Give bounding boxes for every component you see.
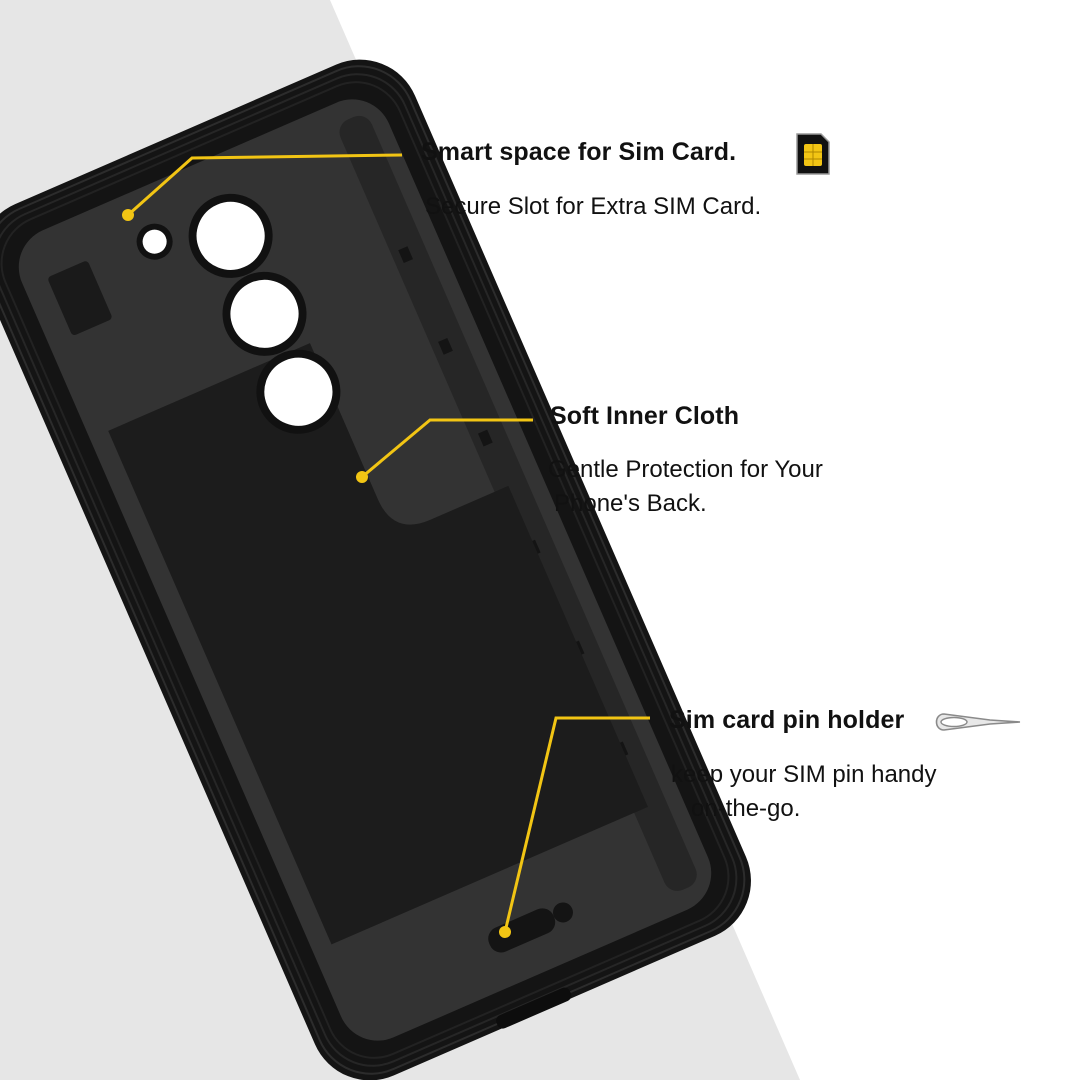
camera-cutout-3 — [256, 349, 341, 434]
marker-dot-pin-holder — [499, 926, 511, 938]
leader-line-inner-cloth — [361, 418, 533, 479]
callout-leader-lines — [127, 153, 650, 933]
callout-title: Smart space for Sim Card. — [421, 138, 737, 166]
callout-description-line: on-the-go. — [691, 795, 801, 822]
sim-eject-pin-icon — [935, 713, 1021, 731]
sim-card-icon — [796, 133, 830, 175]
callout-description-line: Gentle Protection for Your — [548, 456, 823, 483]
marker-dot-inner-cloth — [356, 471, 368, 483]
soft-inner-cloth — [108, 343, 648, 945]
flash-cutout — [136, 223, 173, 260]
callout-description-line: Secure Slot for Extra SIM Card. — [425, 193, 762, 220]
bottom-port — [496, 987, 572, 1029]
sim-card-slot — [48, 261, 112, 335]
pin-holder-slot — [488, 908, 556, 953]
callout-title: Sim card pin holder — [669, 706, 905, 734]
camera-cutout-1 — [188, 193, 273, 278]
marker-dot-sim-card — [122, 209, 134, 221]
leader-line-pin-holder — [503, 716, 650, 933]
leader-line-sim-card — [127, 153, 403, 217]
callout-title: Soft Inner Cloth — [550, 402, 740, 430]
callout-description-line: Phone's Back. — [554, 490, 707, 517]
camera-cutout-2 — [222, 271, 307, 356]
phone-case — [0, 59, 751, 1080]
callout-description-line: keep your SIM pin handy — [671, 761, 937, 788]
